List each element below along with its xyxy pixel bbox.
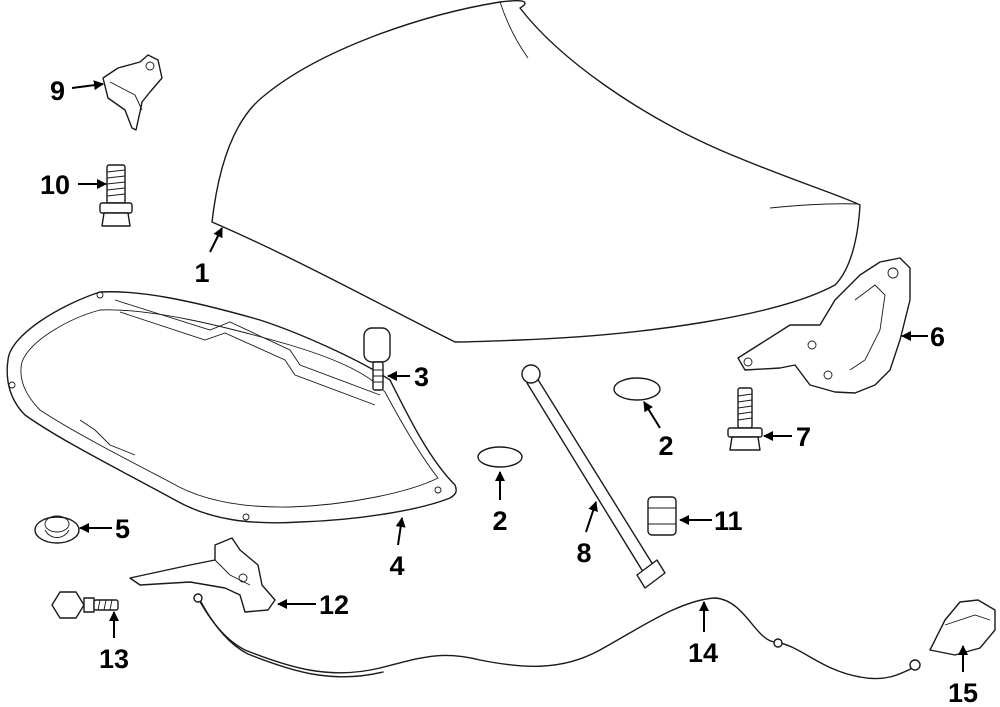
bolt-10[interactable] — [99, 164, 133, 227]
callout-15: 15 — [948, 645, 978, 707]
callout-4: 4 — [389, 517, 406, 581]
svg-text:8: 8 — [576, 538, 591, 568]
svg-text:3: 3 — [414, 362, 429, 392]
callout-3: 3 — [387, 362, 429, 392]
callout-11: 11 — [679, 506, 743, 536]
release-cable[interactable] — [193, 593, 921, 680]
svg-text:2: 2 — [492, 506, 507, 536]
callout-2-upper: 2 — [643, 401, 674, 461]
hood-hinge[interactable] — [737, 257, 911, 394]
svg-text:1: 1 — [194, 258, 209, 288]
callout-5: 5 — [79, 514, 130, 544]
hood-panel[interactable] — [211, 0, 861, 343]
svg-text:5: 5 — [115, 514, 130, 544]
hood-insulator[interactable] — [6, 291, 457, 524]
callout-7: 7 — [763, 422, 811, 452]
svg-text:13: 13 — [99, 644, 129, 674]
hood-stopper[interactable] — [363, 327, 391, 391]
insulator-clip[interactable] — [34, 515, 80, 544]
hole-plug-lower[interactable] — [477, 446, 523, 468]
svg-text:10: 10 — [40, 170, 70, 200]
bolt-13[interactable] — [51, 591, 119, 619]
callout-6: 6 — [901, 322, 945, 352]
svg-text:11: 11 — [714, 506, 743, 536]
callout-9: 9 — [50, 76, 104, 106]
svg-text:6: 6 — [930, 322, 945, 352]
svg-text:9: 9 — [50, 76, 65, 106]
callout-14: 14 — [688, 601, 718, 668]
callout-12: 12 — [277, 590, 349, 620]
svg-text:12: 12 — [319, 590, 349, 620]
support-rod[interactable] — [521, 364, 666, 589]
grommet[interactable] — [647, 496, 677, 536]
callout-2-lower: 2 — [492, 471, 508, 536]
hole-plug-upper[interactable] — [613, 377, 661, 401]
svg-text:14: 14 — [688, 638, 718, 668]
callout-13: 13 — [99, 611, 129, 674]
callout-8: 8 — [576, 501, 598, 568]
hood-bracket[interactable] — [102, 54, 163, 131]
svg-text:2: 2 — [658, 431, 673, 461]
hood-latch[interactable] — [129, 537, 276, 613]
svg-text:15: 15 — [948, 678, 978, 707]
svg-text:7: 7 — [796, 422, 811, 452]
callout-1: 1 — [194, 227, 223, 288]
callout-10: 10 — [40, 170, 107, 200]
bolt-7[interactable] — [727, 387, 763, 451]
svg-text:4: 4 — [389, 551, 404, 581]
